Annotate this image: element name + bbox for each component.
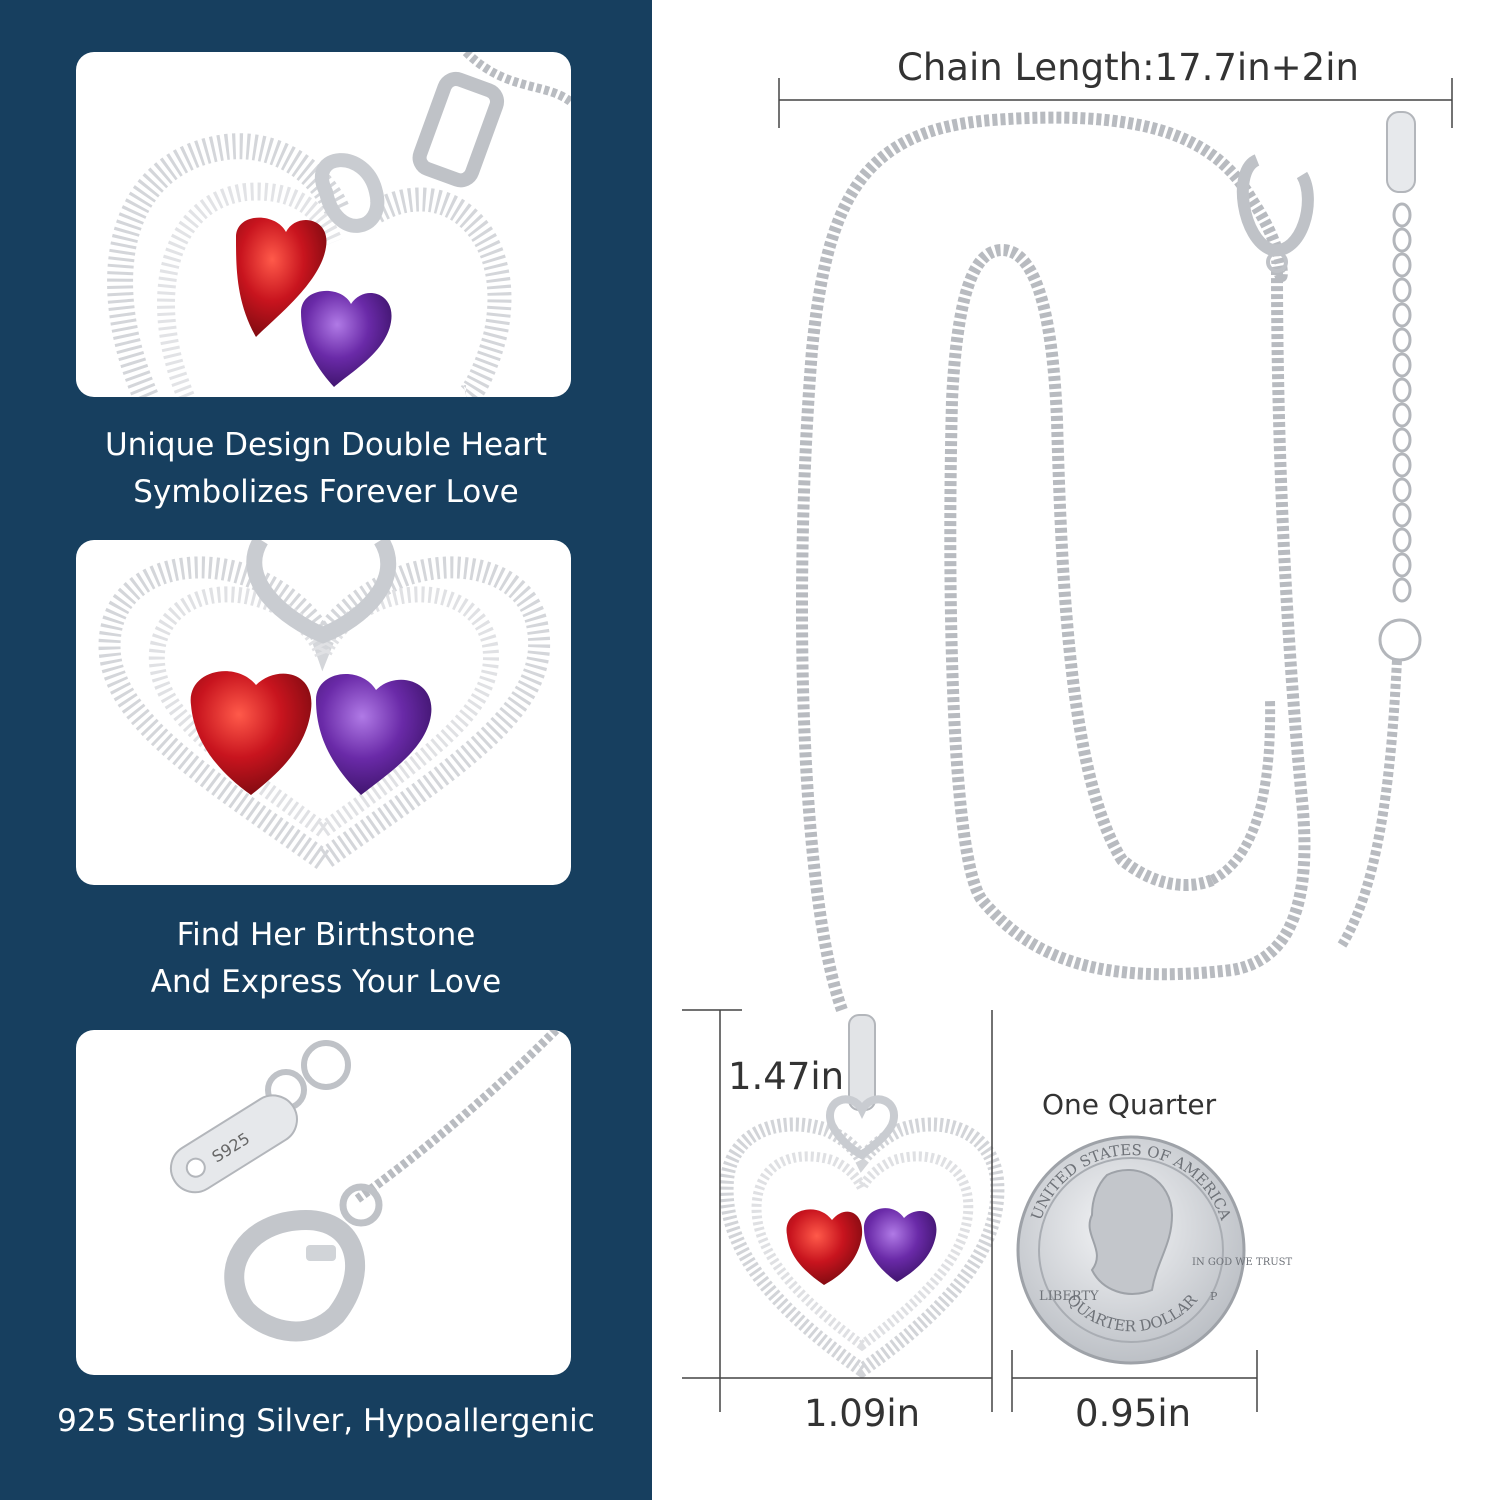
amethyst-heart-icon (316, 673, 432, 795)
amethyst-heart-icon (301, 290, 392, 387)
feature-caption-material: 925 Sterling Silver, Hypoallergenic (57, 1403, 595, 1439)
pendant-height-label: 1.47in (728, 1055, 845, 1098)
coin-mint-mark: P (1210, 1290, 1218, 1303)
clasp-closeup-image: S925 (76, 1030, 571, 1375)
amethyst-heart-icon (863, 1208, 937, 1282)
closeup-pendant-image (76, 52, 571, 397)
feature-caption-birthstone: Find Her Birthstone And Express Your Lov… (150, 917, 502, 1000)
front-pendant-image (76, 540, 571, 885)
coin-motto-text: IN GOD WE TRUST (1192, 1257, 1292, 1268)
ruby-heart-icon (190, 671, 312, 795)
coin-liberty-text: LIBERTY (1039, 1289, 1099, 1304)
quarter-coin-image: LIBERTY IN GOD WE TRUST P UNITED STATES … (1016, 1135, 1292, 1365)
feature-caption-design: Unique Design Double Heart Symbolizes Fo… (104, 427, 548, 510)
pendant-front-view (719, 1014, 1005, 1379)
extender-links (1378, 202, 1422, 662)
chain-length-label: Chain Length:17.7in+2in (897, 46, 1359, 89)
necklace-chain (796, 111, 1288, 1013)
coin-label: One Quarter (1042, 1088, 1217, 1121)
ruby-heart-icon (236, 217, 327, 337)
pendant-width-label: 1.09in (804, 1392, 921, 1435)
coin-width-label: 0.95in (1075, 1392, 1192, 1435)
necklace-dimension-diagram: LIBERTY IN GOD WE TRUST P UNITED STATES … (652, 0, 1500, 1500)
ruby-heart-icon (786, 1209, 863, 1285)
